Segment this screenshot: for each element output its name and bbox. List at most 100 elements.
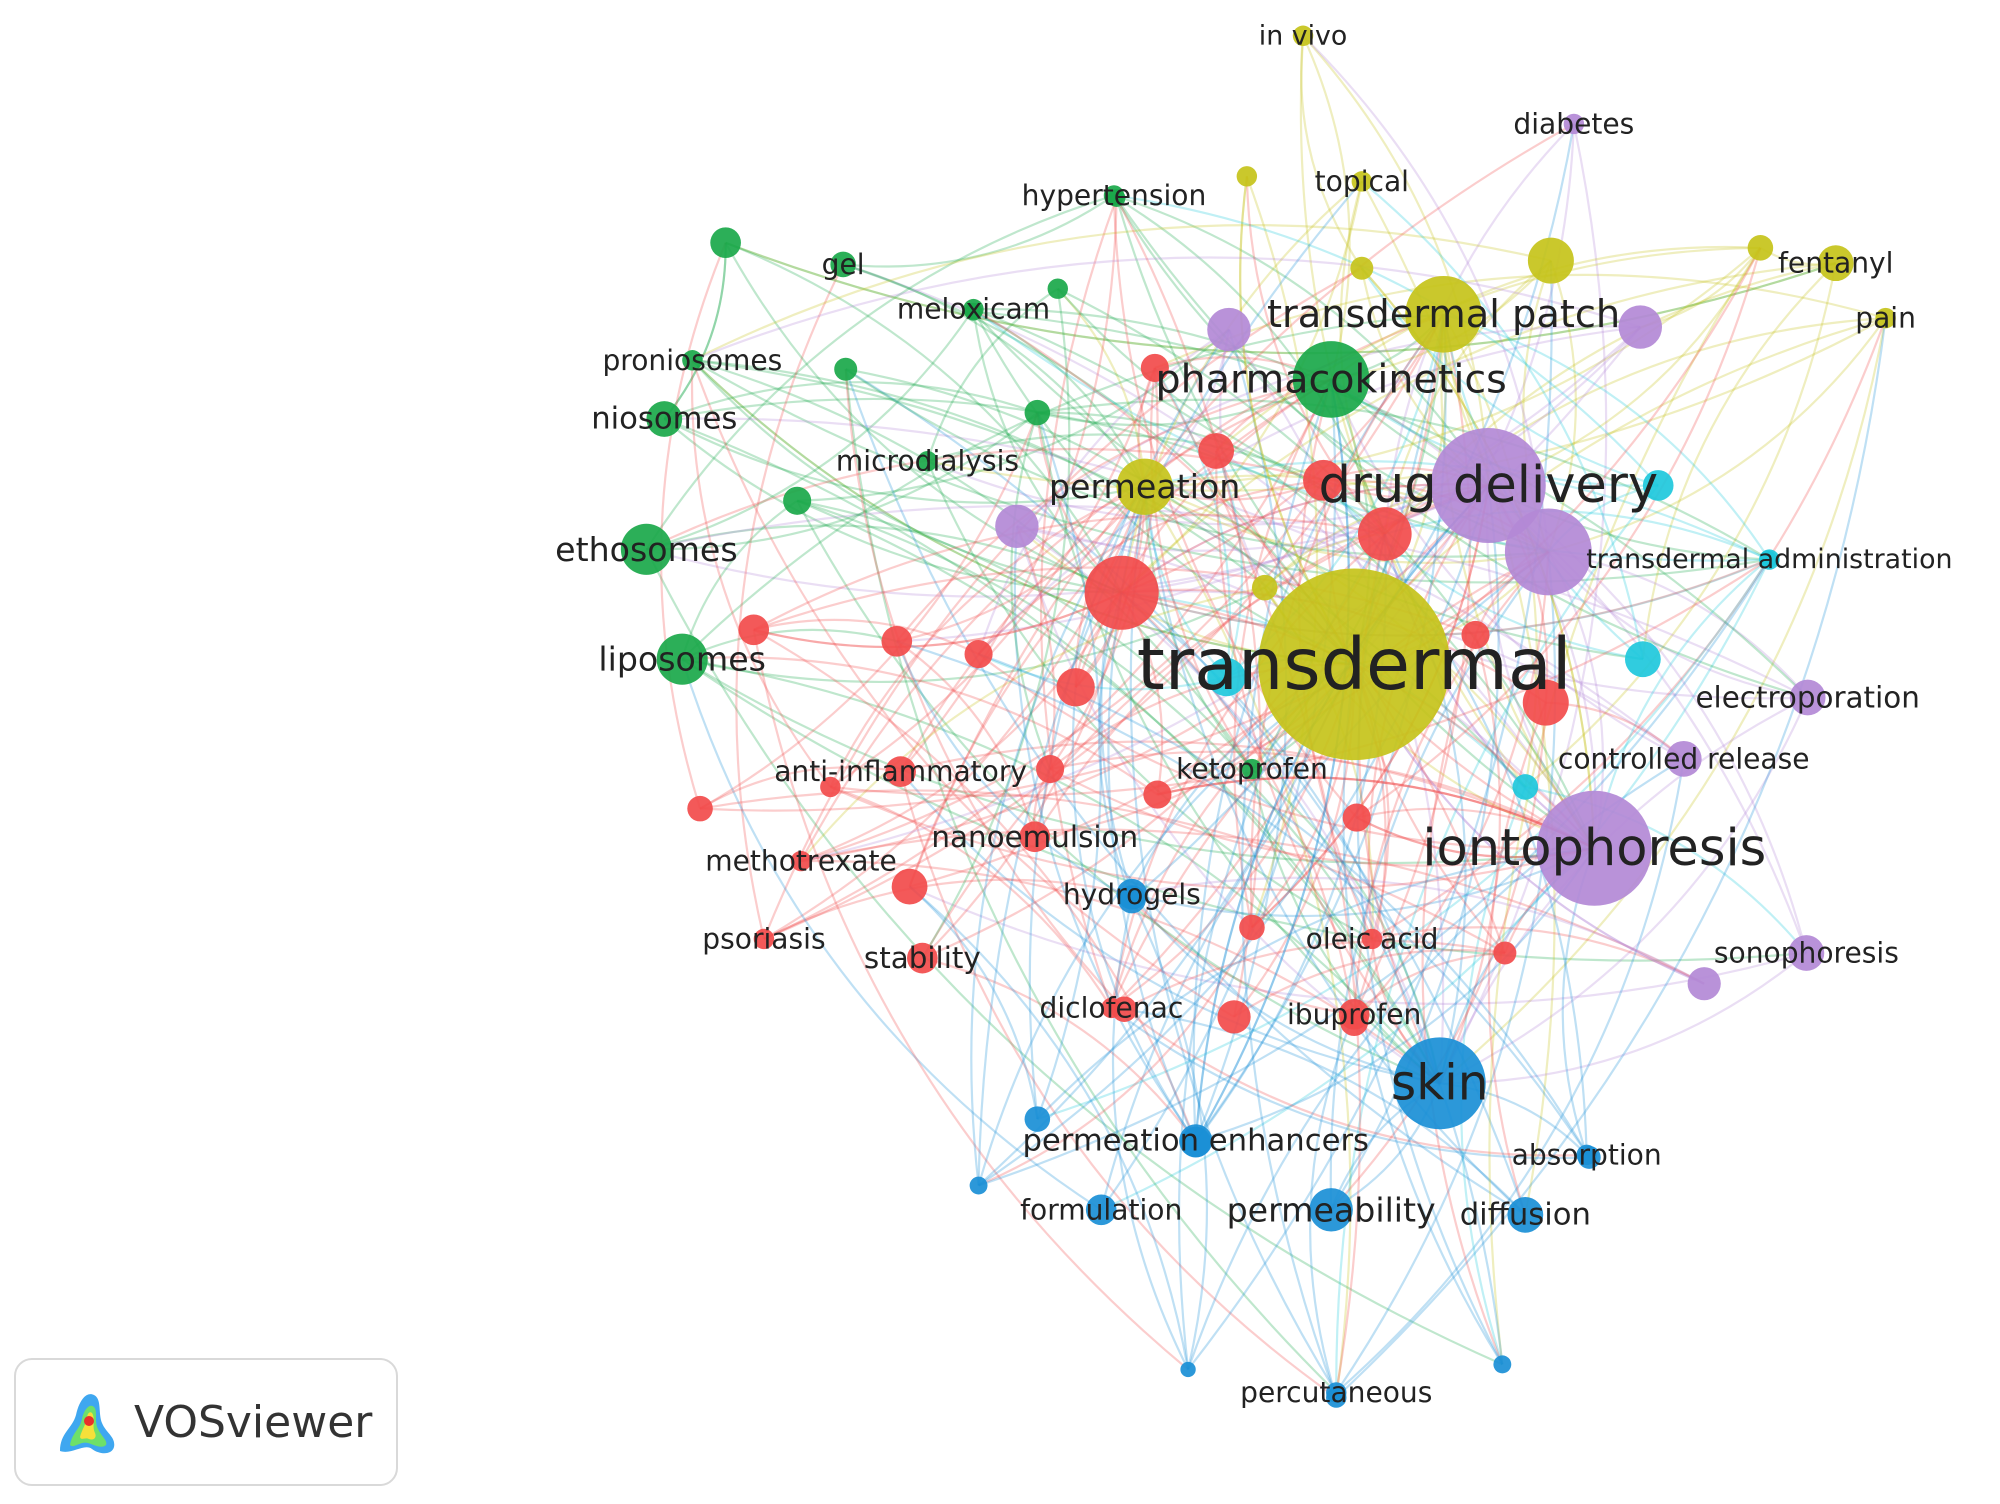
network-node[interactable] xyxy=(1350,256,1374,280)
network-node[interactable] xyxy=(783,486,812,515)
node-microdialysis[interactable] xyxy=(917,450,938,472)
node-anti-inflammatory[interactable] xyxy=(885,756,916,787)
network-node[interactable] xyxy=(1527,237,1574,284)
node-methotrexate[interactable] xyxy=(790,850,812,872)
network-node[interactable] xyxy=(1747,235,1774,261)
network-link xyxy=(1115,197,1262,1018)
network-node[interactable] xyxy=(1056,668,1095,707)
network-node[interactable] xyxy=(969,1176,988,1195)
node-meloxicam[interactable] xyxy=(963,298,984,320)
network-node[interactable] xyxy=(995,504,1039,549)
node-permeability[interactable] xyxy=(1309,1188,1353,1232)
network-link xyxy=(927,433,1324,482)
node-drug-delivery[interactable] xyxy=(1430,427,1546,543)
label-sonophoresis: sonophoresis xyxy=(1714,937,1899,970)
node-diabetes[interactable] xyxy=(1563,113,1585,135)
network-node[interactable] xyxy=(1140,353,1169,382)
node-fentanyl[interactable] xyxy=(1817,245,1854,282)
node-permeation-enhancers[interactable] xyxy=(1179,1124,1213,1158)
network-node[interactable] xyxy=(1198,433,1235,469)
node-psoriasis[interactable] xyxy=(753,928,775,950)
network-node[interactable] xyxy=(1326,1387,1347,1408)
network-node[interactable] xyxy=(1239,914,1265,941)
network-link xyxy=(829,785,1595,891)
node-hypertension[interactable] xyxy=(1103,185,1125,206)
node-nanoemulsion[interactable] xyxy=(1019,821,1051,853)
network-node[interactable] xyxy=(1504,508,1592,596)
network-node[interactable] xyxy=(1207,307,1251,352)
network-node[interactable] xyxy=(1251,574,1278,601)
network-node[interactable] xyxy=(1642,470,1674,501)
network-link xyxy=(1131,893,1440,1085)
network-link xyxy=(1353,551,1550,1023)
network-link xyxy=(1131,876,1705,985)
network-node[interactable] xyxy=(964,640,993,669)
network-node[interactable] xyxy=(1143,780,1172,809)
network-link xyxy=(1353,551,1550,1023)
node-hydrogels[interactable] xyxy=(1116,878,1148,910)
node-controlled-release[interactable] xyxy=(1665,740,1702,777)
network-node[interactable] xyxy=(1024,1106,1051,1132)
node-stability[interactable] xyxy=(907,942,938,974)
network-node[interactable] xyxy=(891,868,928,905)
node-in-vivo[interactable] xyxy=(1292,25,1314,46)
network-link xyxy=(972,308,1769,562)
node-topical[interactable] xyxy=(1351,171,1373,192)
node-pain[interactable] xyxy=(1875,307,1896,329)
label-drug-delivery: drug delivery xyxy=(1318,456,1658,515)
node-sonophoresis[interactable] xyxy=(1788,935,1825,971)
node-transdermal[interactable] xyxy=(1258,568,1450,761)
network-node[interactable] xyxy=(1024,399,1051,426)
network-node[interactable] xyxy=(1207,657,1246,697)
network-node[interactable] xyxy=(1036,755,1065,784)
node-ibuprofen[interactable] xyxy=(1338,999,1370,1030)
network-node[interactable] xyxy=(738,614,770,646)
network-node[interactable] xyxy=(1624,641,1661,678)
node-transdermal-administration[interactable] xyxy=(1759,549,1780,570)
network-link xyxy=(691,256,1641,362)
node-permeation[interactable] xyxy=(1116,458,1173,515)
network-node[interactable] xyxy=(1111,996,1137,1022)
network-node[interactable] xyxy=(1461,620,1490,649)
network-node[interactable] xyxy=(687,795,713,822)
network-link xyxy=(1251,768,1441,1084)
node-iontophoresis[interactable] xyxy=(1536,790,1652,906)
node-skin[interactable] xyxy=(1393,1037,1486,1130)
network-node[interactable] xyxy=(820,776,841,798)
network-node[interactable] xyxy=(1342,803,1371,832)
network-node[interactable] xyxy=(1357,507,1412,561)
network-node[interactable] xyxy=(1180,1361,1196,1378)
node-gel[interactable] xyxy=(830,251,856,278)
node-transdermal-patch[interactable] xyxy=(1405,275,1482,353)
network-node[interactable] xyxy=(1687,967,1721,1001)
node-oleic-acid[interactable] xyxy=(1361,928,1383,950)
node-ethosomes[interactable] xyxy=(620,523,672,575)
network-node[interactable] xyxy=(1047,278,1068,299)
node-pharmacokinetics[interactable] xyxy=(1292,341,1370,418)
network-node[interactable] xyxy=(1303,459,1344,501)
node-proniosomes[interactable] xyxy=(682,350,703,371)
network-node[interactable] xyxy=(834,357,858,381)
network-link xyxy=(899,771,1337,1399)
network-node[interactable] xyxy=(1217,1000,1251,1034)
node-niosomes[interactable] xyxy=(646,401,683,437)
network-node[interactable] xyxy=(1512,774,1539,800)
network-node[interactable] xyxy=(1522,679,1569,726)
network-node[interactable] xyxy=(1577,1145,1601,1169)
network-node[interactable] xyxy=(1493,941,1517,965)
network-node[interactable] xyxy=(1236,166,1258,187)
node-ketoprofen[interactable] xyxy=(1241,758,1263,780)
node-electroporation[interactable] xyxy=(1789,679,1826,716)
node-formulation[interactable] xyxy=(1085,1194,1117,1226)
network-node[interactable] xyxy=(1493,1355,1512,1374)
network-node[interactable] xyxy=(1084,555,1159,630)
network-link xyxy=(660,242,727,809)
network-node[interactable] xyxy=(710,227,741,259)
network-link xyxy=(763,378,1333,940)
network-node[interactable] xyxy=(881,625,913,657)
node-diffusion[interactable] xyxy=(1507,1197,1544,1233)
network-node[interactable] xyxy=(1618,305,1663,349)
node-liposomes[interactable] xyxy=(656,633,708,685)
network-link xyxy=(921,288,1071,959)
